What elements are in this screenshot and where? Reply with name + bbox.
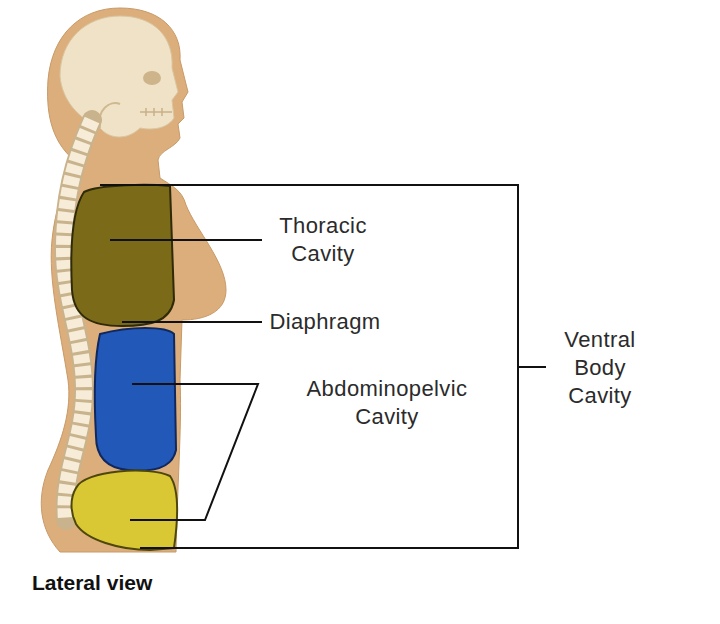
part-label: Abdominopelvic Cavity — [287, 375, 487, 431]
body-silhouette — [41, 8, 226, 552]
jaw — [99, 103, 120, 128]
caption: Lateral view — [32, 570, 152, 596]
part-label: Ventral Body Cavity — [554, 326, 646, 410]
part-label: Thoracic Cavity — [263, 212, 383, 268]
leader-line — [110, 239, 262, 241]
leader-line — [130, 384, 258, 520]
bracket-tick — [518, 366, 546, 368]
skull — [60, 16, 178, 137]
bracket — [100, 185, 518, 548]
abdominal-cavity — [95, 328, 176, 471]
thoracic-cavity — [71, 185, 174, 326]
eye-socket — [143, 71, 161, 85]
part-label: Diaphragm — [255, 308, 395, 336]
pelvic-cavity — [72, 471, 178, 550]
leader-line — [122, 321, 262, 323]
teeth — [140, 108, 172, 116]
